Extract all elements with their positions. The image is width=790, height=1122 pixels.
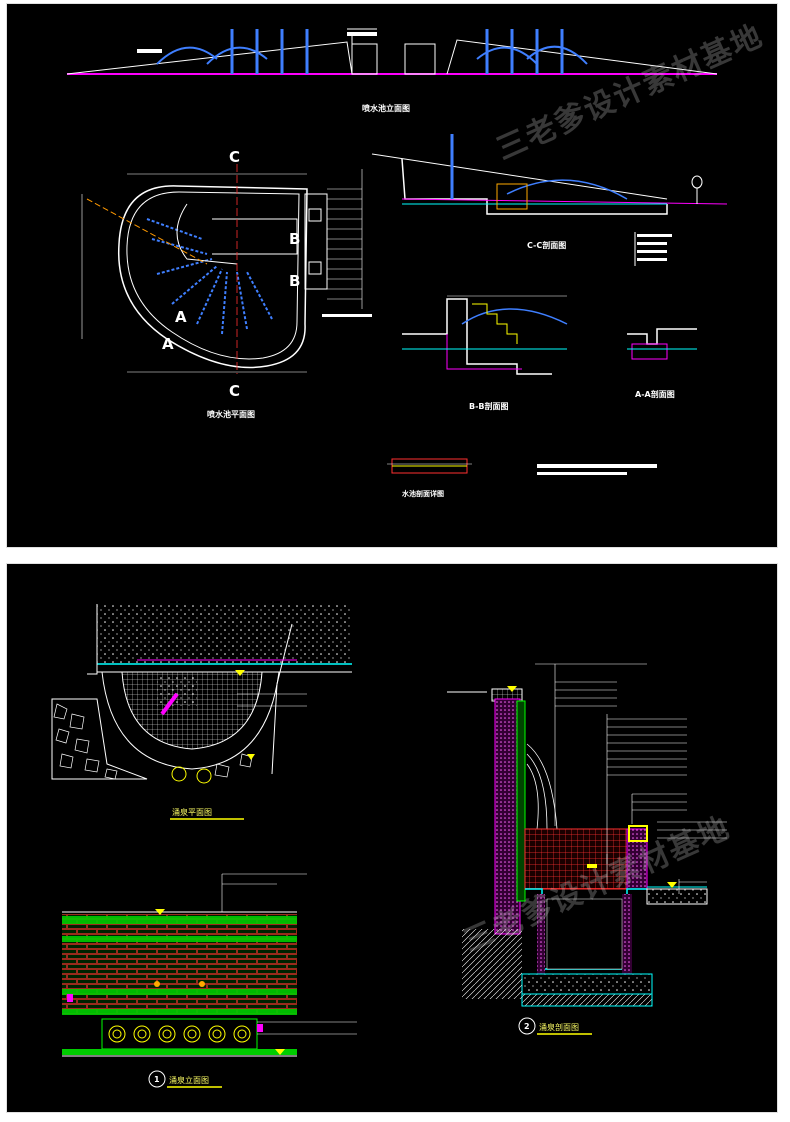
top-drawing-sheet: 喷水池立面图 C C B [6,3,778,548]
plan-marker-b-1: B [289,230,300,248]
section-a-a: A-A剖面图 [627,328,697,399]
bottom-sheet-drawing: 涌泉平面图 1 涌泉立面图 [51,604,727,1088]
pool-detail: 水池剖面详图 [387,458,657,498]
plan-marker-a-1: A [175,308,187,326]
plan-marker-b-2: B [289,272,300,290]
section-bb-title: B-B剖面图 [469,401,509,411]
section-b-b: B-B剖面图 [402,295,568,411]
bottom-drawing-sheet: 涌泉平面图 1 涌泉立面图 [6,563,778,1113]
top-sheet-drawing: 喷水池立面图 C C B [66,28,728,498]
spring-section-title: 涌泉剖面图 [539,1022,579,1032]
plan-title: 喷水池平面图 [207,409,255,419]
spring-plan: 涌泉平面图 [51,604,352,820]
fountain-plan: C C B B A A 喷水池平面图 [81,148,372,419]
elevation-title: 喷水池立面图 [362,103,410,113]
spring-section: 2 涌泉剖面图 [447,663,727,1035]
spring-elevation-title: 涌泉立面图 [169,1075,209,1085]
section-aa-title: A-A剖面图 [635,389,675,399]
section-cc-title: C-C剖面图 [527,240,566,250]
spring-plan-title: 涌泉平面图 [172,807,212,817]
detail-title: 水池剖面详图 [402,489,444,498]
spring-elevation: 1 涌泉立面图 [62,873,357,1088]
fountain-elevation: 喷水池立面图 [66,28,718,113]
spring-section-number: 2 [524,1022,530,1031]
plan-marker-c-bottom: C [229,382,240,400]
plan-marker-c-top: C [229,148,240,166]
spring-elevation-number: 1 [154,1075,160,1084]
section-c-c: C-C剖面图 [371,134,728,266]
plan-marker-a-2: A [162,335,174,353]
